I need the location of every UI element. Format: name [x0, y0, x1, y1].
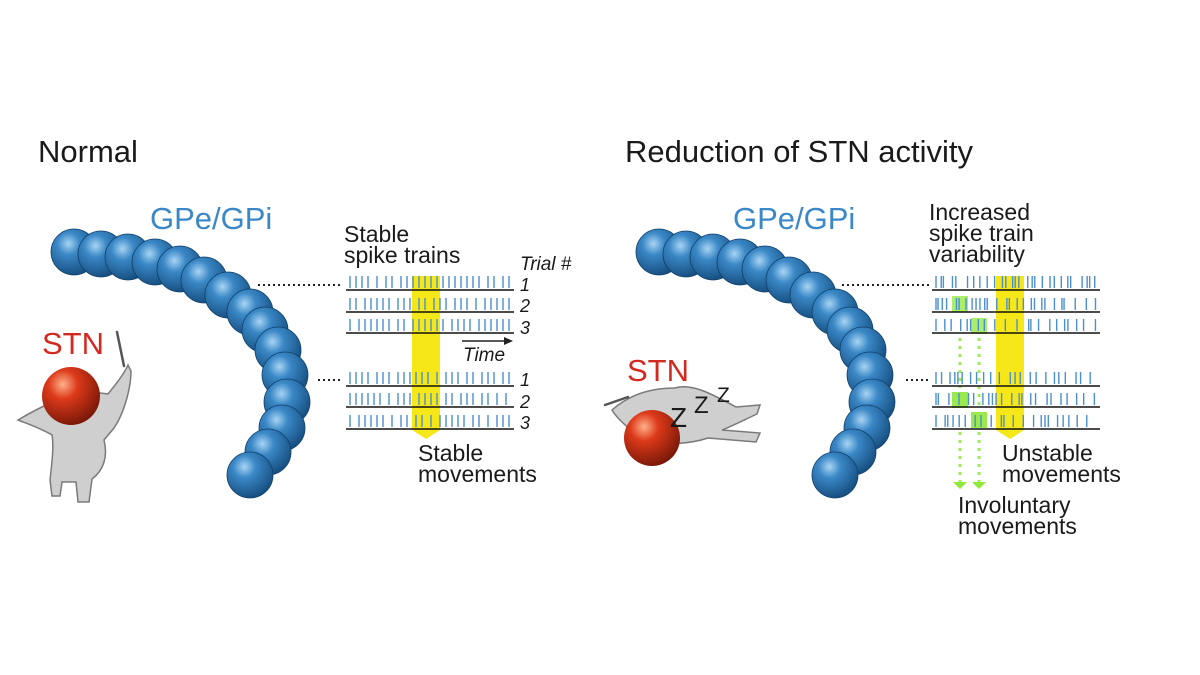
trial-number: 2: [520, 296, 531, 316]
stn-ball-normal: [42, 367, 100, 425]
trial-number: 2: [520, 392, 531, 412]
stn-conductor-icon: [16, 330, 132, 503]
stn-label-normal: STN: [42, 326, 104, 361]
baton-icon: [115, 330, 126, 368]
trial-number: 3: [520, 413, 531, 433]
trial-number: 1: [520, 275, 531, 295]
highlight-bar-reduced: [996, 276, 1024, 439]
gp-label-reduced: GPe/GPi: [733, 201, 856, 236]
panel-title-reduced: Reduction of STN activity: [625, 134, 974, 169]
trial-number: 1: [520, 370, 531, 390]
involuntary-movements-label: Involuntary movements: [958, 492, 1077, 539]
time-label: Time: [463, 345, 506, 366]
connector-lines: [258, 284, 930, 381]
highlight-bar-normal: [412, 276, 440, 439]
spike-title-reduced: Increased spike train variability: [929, 199, 1034, 267]
spike-title-normal: Stable spike trains: [344, 221, 461, 268]
gp-label-normal: GPe/GPi: [150, 201, 273, 236]
trial-number: 3: [520, 318, 531, 338]
sleep-z-icon: Z: [694, 392, 709, 419]
panel-title-normal: Normal: [38, 134, 138, 169]
spike-trains-normal: [346, 276, 514, 430]
stn-label-reduced: STN: [627, 353, 689, 388]
stn-ball-reduced: [624, 410, 680, 466]
trial-header: Trial #: [520, 254, 572, 275]
spike-trains-reduced: [932, 276, 1100, 430]
involuntary-markers: [952, 296, 987, 489]
time-arrow-icon: [462, 337, 513, 345]
movement-label-normal: Stable movements: [418, 440, 537, 487]
stn-sleeping-icon: [603, 386, 762, 466]
gp-bead-chain-reduced: [635, 228, 896, 499]
gp-bead-icon: [226, 451, 274, 499]
gp-bead-chain-normal: [50, 228, 311, 499]
sleep-z-icon: Z: [717, 384, 730, 407]
unstable-movements-label: Unstable movements: [1002, 440, 1121, 487]
gp-bead-icon: [811, 451, 859, 499]
sleep-z-icon: Z: [670, 402, 688, 433]
